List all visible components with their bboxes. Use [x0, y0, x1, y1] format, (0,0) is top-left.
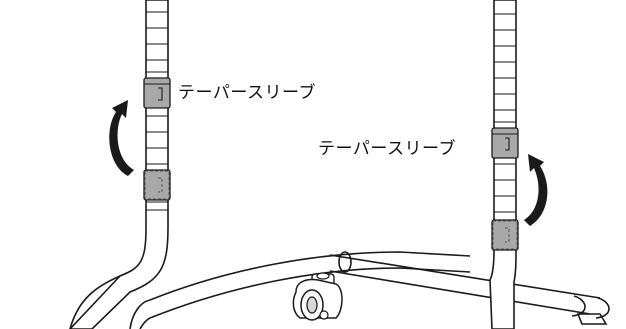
right-lower-taper-sleeve: [491, 219, 519, 251]
left-pole: [68, 0, 169, 329]
left-curved-arrow: [109, 100, 134, 176]
left-upper-taper-sleeve: [143, 77, 171, 109]
taper-sleeve-label-left: テーパースリーブ: [178, 83, 316, 103]
left-lower-taper-sleeve: [143, 169, 171, 201]
right-upper-taper-sleeve: [491, 127, 519, 159]
right-curved-arrow: [524, 154, 548, 226]
right-pole: [489, 0, 517, 329]
taper-sleeve-label-right: テーパースリーブ: [318, 139, 456, 159]
caster-wheel: [292, 272, 343, 321]
